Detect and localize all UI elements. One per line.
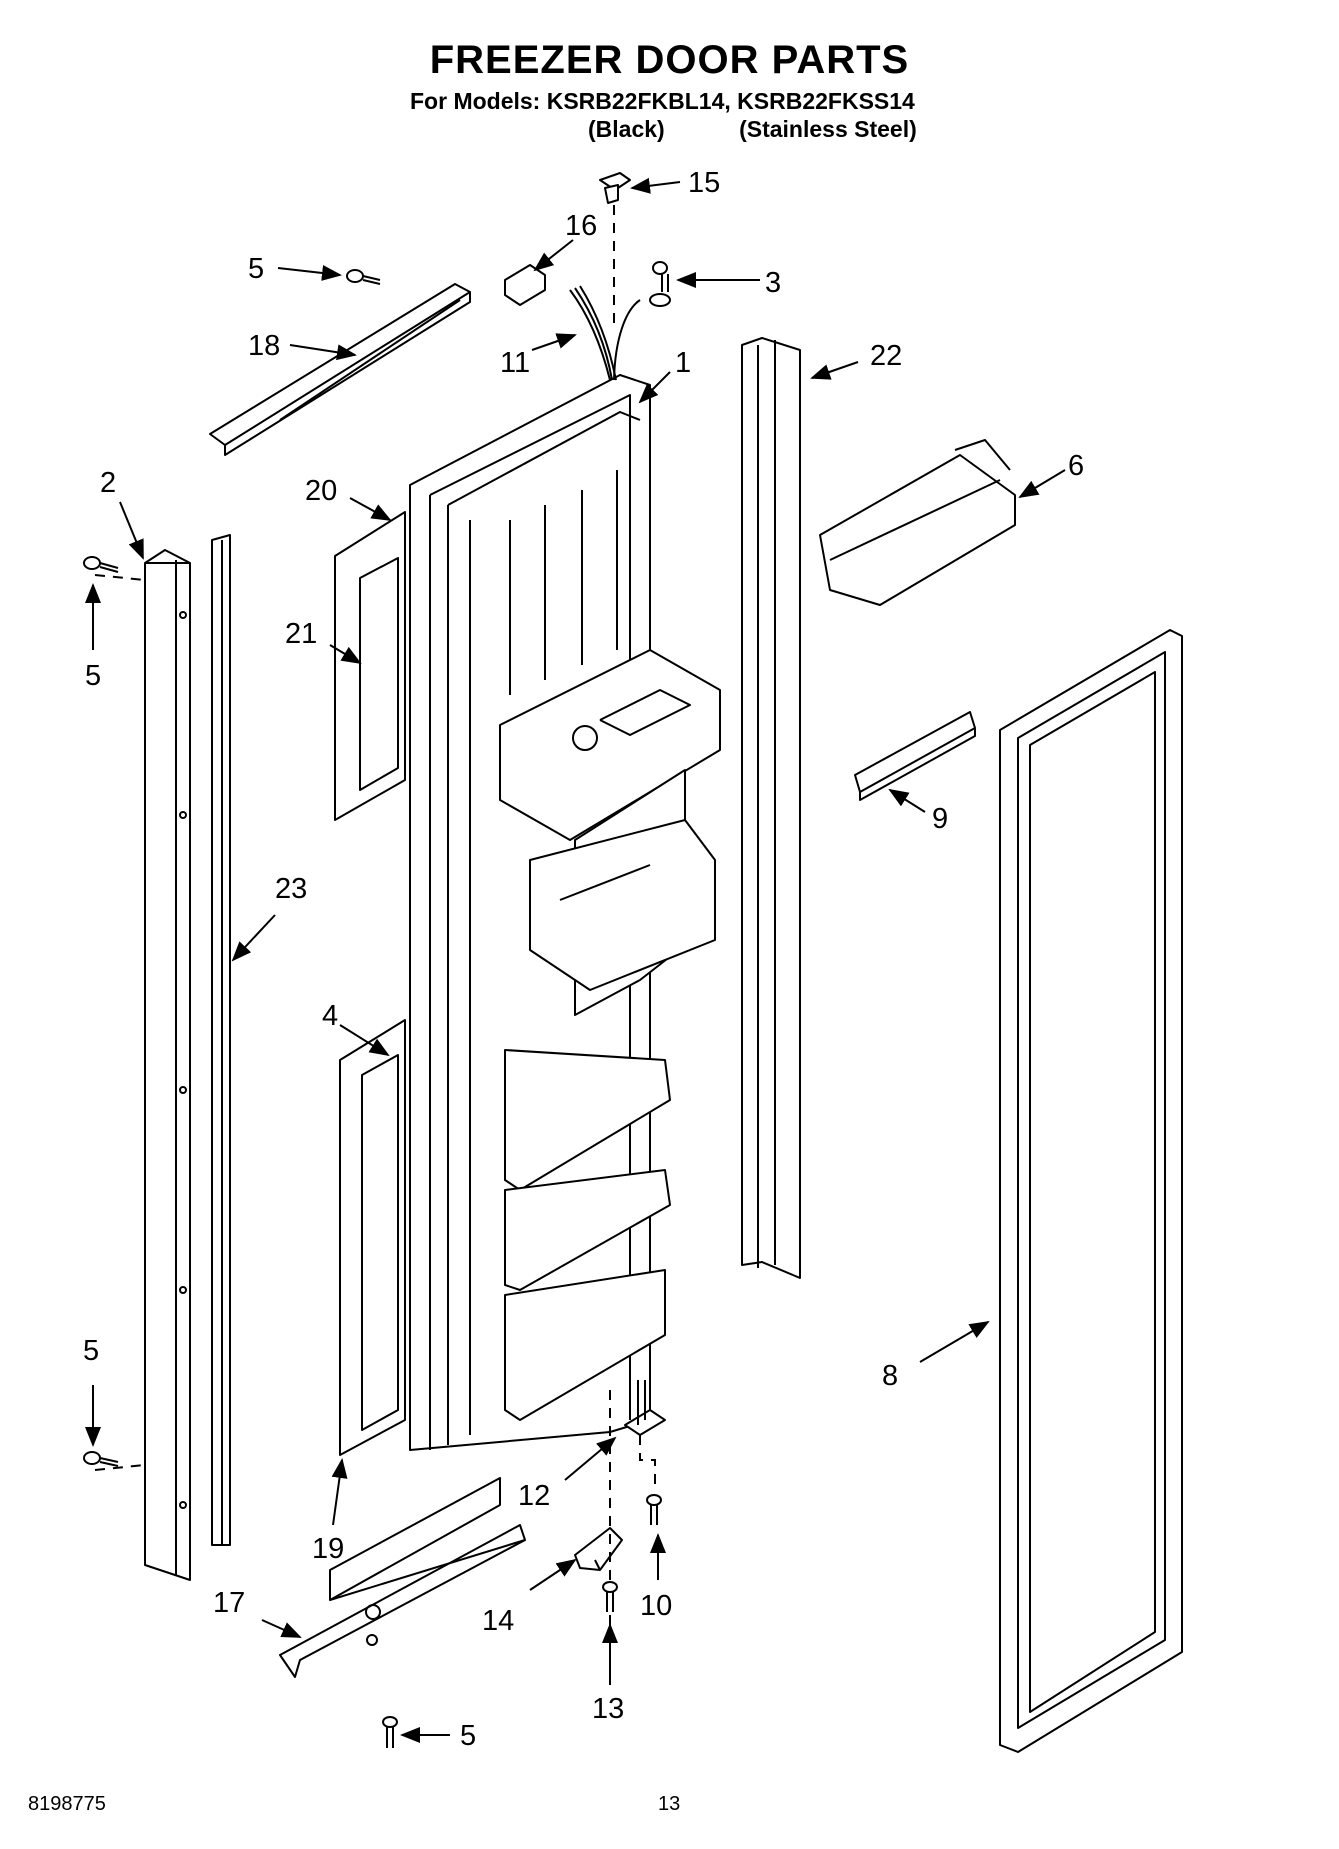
right-trim-part-22: [741, 337, 801, 1279]
callout-20: 20: [305, 475, 337, 507]
document-number: 8198775: [28, 1793, 106, 1815]
callout-14: 14: [482, 1605, 514, 1637]
callout-17: 17: [213, 1587, 245, 1619]
gasket-strip-part-23: [211, 534, 231, 1546]
callout-16: 16: [565, 210, 597, 242]
page-title: FREEZER DOOR PARTS: [429, 38, 910, 82]
callout-11: 11: [500, 347, 530, 379]
callout-23: 23: [275, 873, 307, 905]
callout-13: 13: [592, 1693, 624, 1725]
callout-3: 3: [765, 267, 781, 299]
hinge-bushing-part-12: [624, 1380, 666, 1436]
callout-12: 12: [518, 1480, 550, 1512]
hinge-part-14: [574, 1527, 623, 1571]
callout-15: 15: [688, 167, 720, 199]
lower-panel-part-19: [339, 1019, 406, 1456]
callout-18: 18: [248, 330, 280, 362]
callout-19: 19: [312, 1533, 344, 1565]
models-line: For Models: KSRB22FKBL14, KSRB22FKSS14: [410, 88, 915, 114]
callout-6: 6: [1068, 450, 1084, 482]
screw-set: [83, 261, 669, 1748]
door-liner-part-1: [409, 374, 721, 1451]
door-gasket-part-8: [999, 629, 1183, 1753]
callout-5-top: 5: [248, 253, 264, 285]
upper-panel-part-20: [334, 511, 406, 821]
handle-part-6: [819, 439, 1016, 606]
top-trim-part-18: [209, 283, 471, 456]
callout-labels: 15 16 3 5 18 11 1 22 2 20 5 6 21 9 23 4 …: [83, 167, 1084, 1752]
callout-8: 8: [882, 1360, 898, 1392]
bracket-part-9: [854, 711, 976, 801]
page-number: 13: [658, 1793, 681, 1815]
connector-part-16: [504, 264, 546, 306]
callout-21: 21: [285, 618, 317, 650]
left-trim-part-2: [144, 549, 191, 1581]
header: FREEZER DOOR PARTS: [0, 38, 1339, 82]
callout-5-left-upper: 5: [85, 660, 101, 692]
callout-5-left-lower: 5: [83, 1335, 99, 1367]
model-variants: (Black) (Stainless Steel): [588, 116, 917, 143]
callout-22: 22: [870, 340, 902, 372]
wire-harness-part-11: [569, 285, 671, 381]
bottom-trim-part-17: [279, 1477, 526, 1678]
callout-4: 4: [322, 1000, 338, 1032]
callout-arrows: [85, 177, 1066, 1743]
callout-10: 10: [640, 1590, 672, 1622]
plug-part-15: [599, 172, 631, 204]
callout-2: 2: [100, 467, 116, 499]
callout-5-bottom: 5: [460, 1720, 476, 1752]
variant-stainless: (Stainless Steel): [739, 116, 917, 142]
callout-9: 9: [932, 803, 948, 835]
variant-black: (Black): [588, 116, 665, 142]
callout-1: 1: [675, 347, 691, 379]
